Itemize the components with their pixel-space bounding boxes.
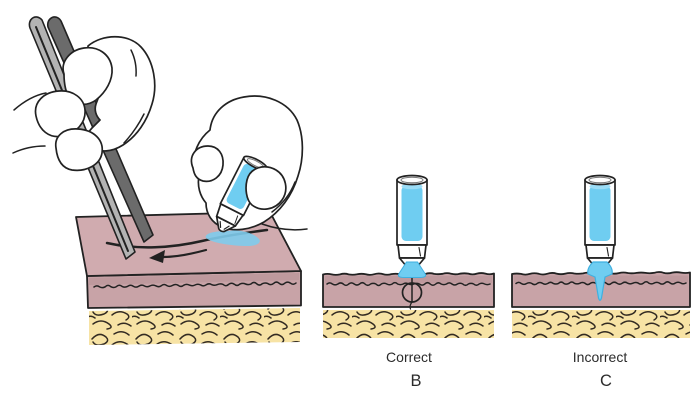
epidermis-shade-b (325, 276, 492, 283)
adhesive-tube-c (584, 174, 616, 270)
tube-tip (215, 215, 237, 233)
direction-arrow-shaft (161, 248, 208, 259)
wound-channel-tail (409, 301, 413, 310)
epidermis-line (93, 281, 297, 289)
adhesive-tube-b (396, 174, 428, 270)
front-fingertip (245, 166, 287, 210)
adhesive-streak (205, 230, 260, 246)
wound-line (105, 228, 269, 249)
fat-layer-c (512, 310, 690, 338)
letter-b: B (410, 372, 421, 390)
tube-nozzle (397, 244, 427, 259)
fat-layer (89, 308, 300, 345)
lower-fingertip (54, 128, 104, 172)
letter-c: C (600, 372, 612, 390)
adhesive-wedge-in-wound (587, 261, 613, 301)
tube-liquid (401, 186, 423, 241)
tube-rim-inner (400, 176, 424, 184)
tube-liquid (589, 186, 611, 241)
left-hand (12, 35, 156, 172)
tube-rim-inner (588, 176, 612, 184)
caption-correct: Correct (386, 349, 432, 365)
tube-nozzle-line (234, 215, 239, 225)
tube-nozzle-line (606, 246, 610, 257)
panel-application (12, 16, 308, 345)
finger-crease (123, 113, 145, 144)
right-hand-and-tube (190, 95, 308, 246)
tube-nozzle (585, 244, 615, 259)
tube-liquid-top (401, 183, 423, 190)
fat-layer-b (323, 310, 494, 338)
palm-contour-line (12, 145, 46, 154)
epidermis-shade-strip (89, 273, 299, 285)
pinch-fingertip (190, 145, 224, 183)
right-finger-crease (271, 181, 296, 213)
thumb-contour-line (13, 92, 47, 111)
thumb (34, 90, 86, 138)
tube-nozzle-line (418, 246, 422, 257)
adhesive-drop-on-surface (397, 261, 427, 278)
tube-liquid-top (589, 183, 611, 190)
caption-incorrect: Incorrect (573, 349, 628, 365)
right-hand-bottom-line (261, 223, 308, 231)
knuckle-crease (130, 49, 137, 77)
panel-incorrect: Incorrect C (511, 174, 691, 390)
direction-arrow-head (149, 250, 165, 263)
panel-correct: Correct B (322, 174, 495, 390)
tube-tip-marks (219, 221, 230, 230)
